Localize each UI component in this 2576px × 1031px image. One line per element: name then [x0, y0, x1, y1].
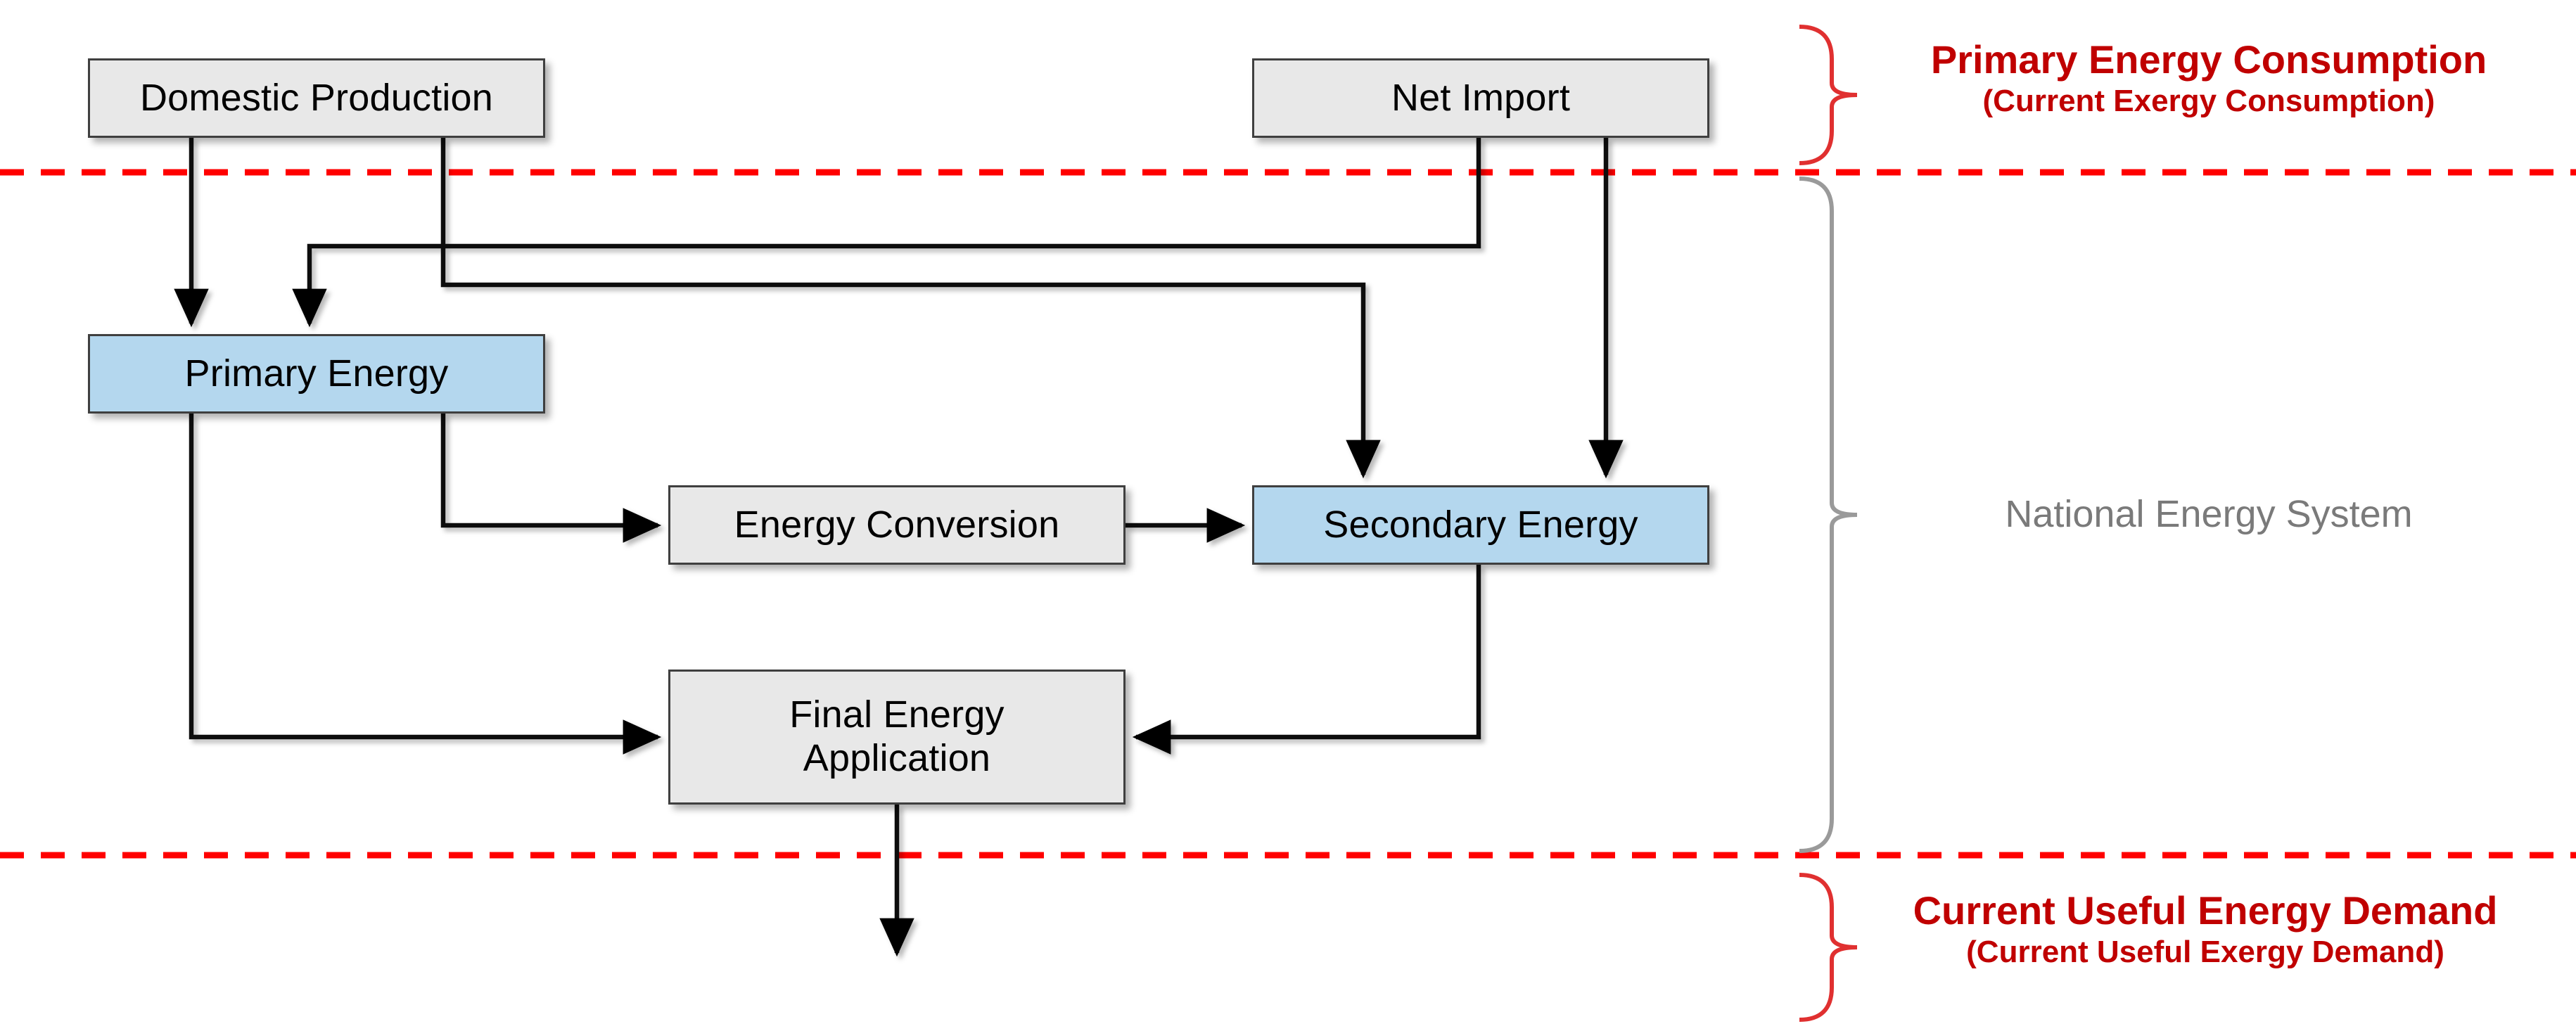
node-net-import-label: Net Import — [1391, 76, 1571, 119]
flow-domestic-production-to-secondary-energy — [440, 138, 1381, 479]
node-secondary-energy[interactable]: Secondary Energy — [1252, 485, 1709, 565]
flow-primary-energy-to-final-energy-application — [189, 414, 662, 755]
zone-label-primary-energy-consumption: Primary Energy Consumption (Current Exer… — [1871, 37, 2546, 120]
node-primary-energy-label: Primary Energy — [184, 352, 449, 395]
node-final-energy-application-label: Final Energy Application — [789, 693, 1005, 779]
node-final-energy-application[interactable]: Final Energy Application — [668, 670, 1126, 805]
node-domestic-production-label: Domestic Production — [139, 76, 493, 119]
node-primary-energy[interactable]: Primary Energy — [88, 334, 545, 414]
flow-primary-energy-to-energy-conversion — [440, 414, 662, 543]
zone-primary-energy-consumption-line2: (Current Exergy Consumption) — [1982, 84, 2435, 119]
node-energy-conversion[interactable]: Energy Conversion — [668, 485, 1126, 565]
node-energy-conversion-label: Energy Conversion — [734, 503, 1060, 546]
zone-current-useful-energy-demand-line1: Current Useful Energy Demand — [1913, 888, 2498, 933]
node-net-import[interactable]: Net Import — [1252, 58, 1709, 138]
zone-label-national-energy-system: National Energy System — [1871, 492, 2546, 537]
flow-secondary-energy-to-final-energy-application — [1132, 565, 1481, 755]
bracket-national-energy-system — [1799, 177, 1858, 853]
bracket-current-useful-energy-demand — [1799, 873, 1858, 1022]
zone-current-useful-energy-demand-line2: (Current Useful Exergy Demand) — [1966, 935, 2444, 970]
node-secondary-energy-label: Secondary Energy — [1323, 503, 1638, 546]
zone-primary-energy-consumption-line1: Primary Energy Consumption — [1930, 37, 2487, 82]
zone-national-energy-system-line1: National Energy System — [2005, 493, 2413, 535]
bracket-primary-energy-consumption — [1799, 25, 1858, 165]
node-domestic-production[interactable]: Domestic Production — [88, 58, 545, 138]
zone-label-current-useful-energy-demand: Current Useful Energy Demand (Current Us… — [1850, 888, 2561, 971]
flow-net-import-to-primary-energy — [292, 138, 1481, 328]
